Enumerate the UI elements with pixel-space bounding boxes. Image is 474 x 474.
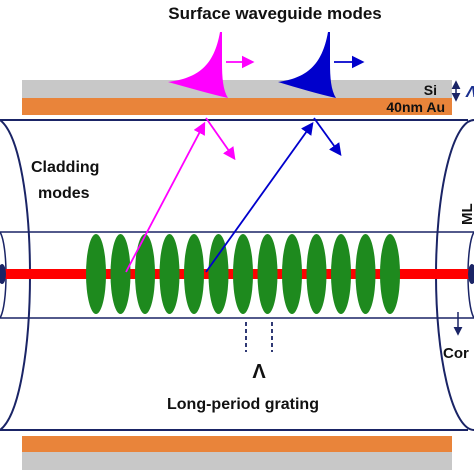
bottom-au-layer	[22, 436, 452, 452]
thickness-label: Λ	[465, 84, 474, 101]
bottom-si-layer	[22, 452, 452, 470]
grating-fringe	[380, 234, 400, 314]
au-label: 40nm Au	[386, 99, 445, 115]
blue-reflected-ray	[313, 117, 342, 157]
grating-fringe	[306, 234, 327, 314]
grating-label: Long-period grating	[167, 396, 319, 413]
core-label: Cor	[443, 345, 469, 362]
si-label: Si	[424, 82, 437, 98]
grating-fringe	[159, 234, 180, 314]
grating-fringe	[282, 234, 302, 314]
grating-fringe	[257, 234, 278, 314]
grating-fringe	[355, 234, 376, 314]
grating-fringe	[331, 234, 351, 314]
grating-fringe	[86, 234, 106, 314]
grating-fringe	[233, 234, 253, 314]
cladding-modes-line2: modes	[38, 185, 90, 202]
grating-fringe	[110, 234, 131, 314]
magenta-cladding-ray	[125, 121, 206, 273]
au-layer	[22, 98, 452, 115]
period-label: Λ	[252, 361, 266, 383]
core-right-cap	[468, 264, 474, 284]
si-layer	[22, 80, 452, 98]
long-period-grating	[86, 234, 400, 314]
diagram-title: Surface waveguide modes	[168, 4, 382, 23]
grating-fringe	[135, 234, 155, 314]
core-left-cap	[0, 264, 6, 284]
blue-mode-profile	[278, 32, 336, 98]
magenta-reflected-ray	[205, 117, 236, 161]
blue-cladding-ray	[205, 121, 314, 273]
grating-fringe	[208, 234, 229, 314]
cladding-modes-line1: Cladding	[31, 159, 99, 176]
magenta-mode-profile	[168, 32, 228, 98]
right-vertical-label: ML	[459, 203, 474, 225]
grating-fringe	[184, 234, 204, 314]
